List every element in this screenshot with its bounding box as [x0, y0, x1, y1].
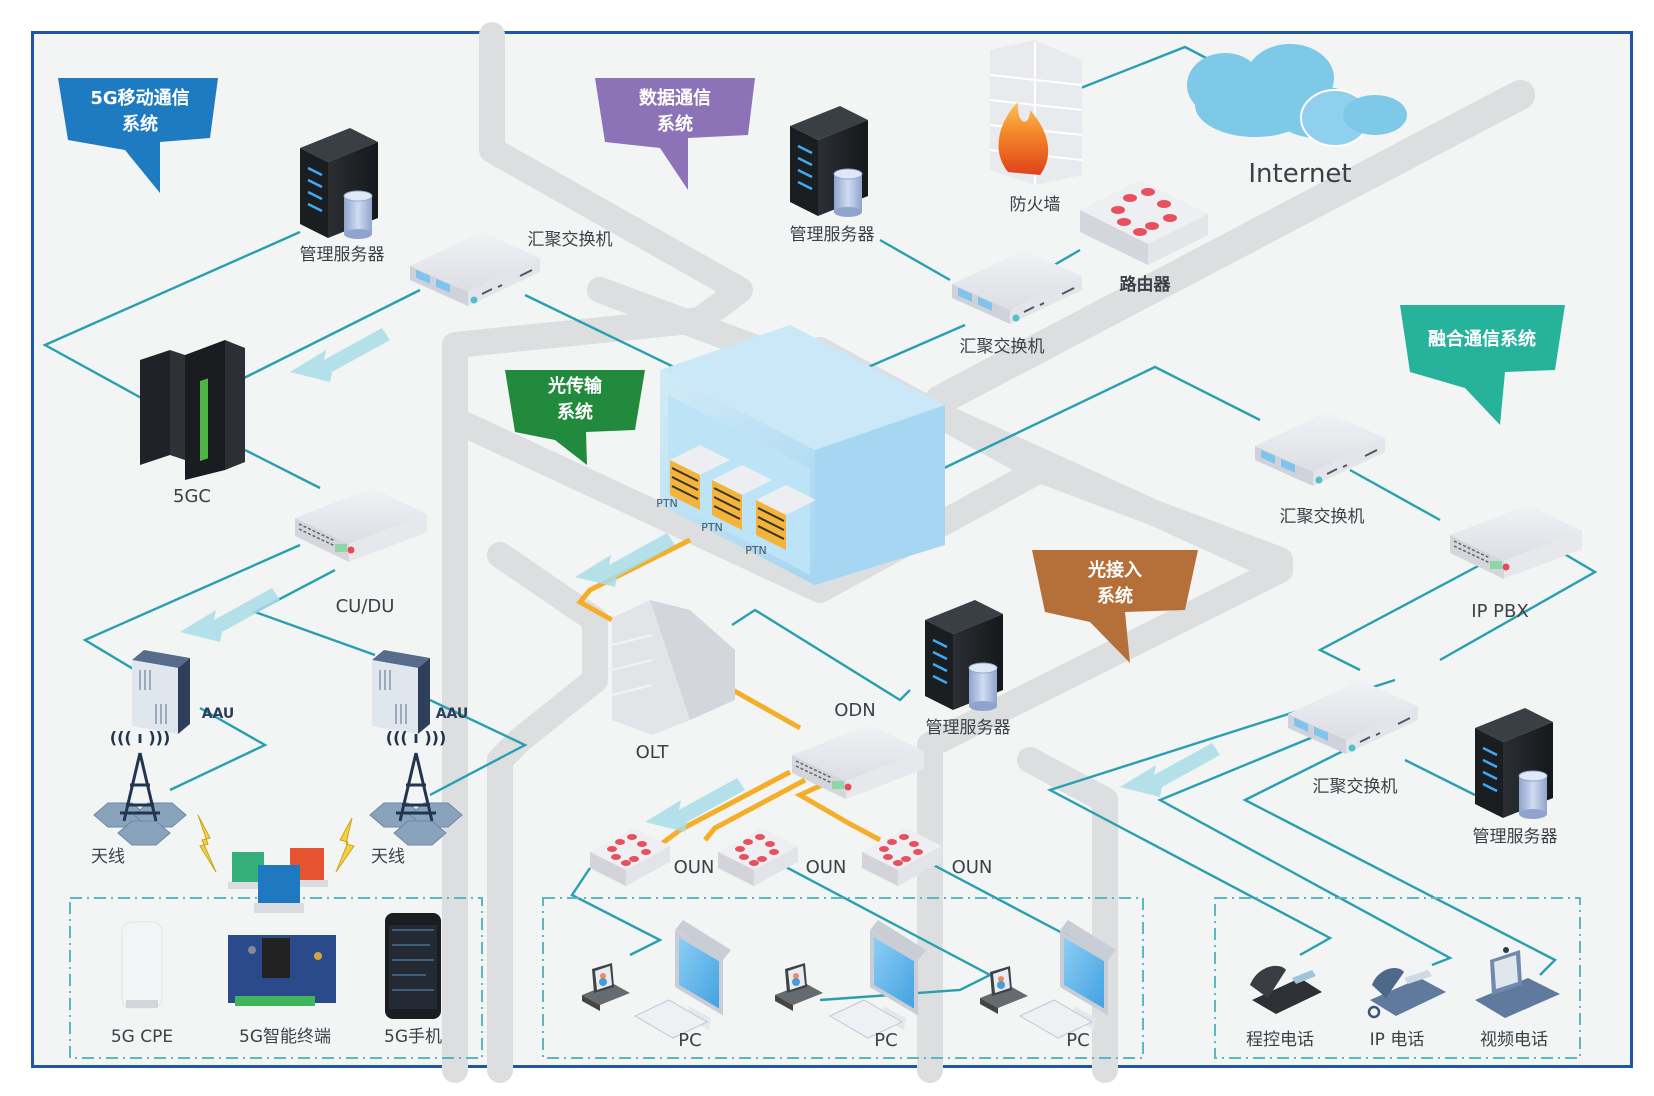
core-network-5gc-icon — [140, 340, 245, 480]
label-5g-phone: 5G手机 — [384, 1027, 442, 1047]
5g-phone-icon — [385, 913, 441, 1019]
svg-text:系统: 系统 — [557, 401, 593, 423]
server-icon — [788, 104, 870, 219]
internet-cloud-icon — [1187, 44, 1407, 147]
oun-icon — [718, 828, 798, 886]
svg-text:融合通信系统: 融合通信系统 — [1428, 328, 1536, 350]
oun-icon — [590, 828, 670, 886]
olt-icon — [611, 600, 735, 735]
label-odn: ODN — [834, 700, 876, 721]
label-mgmt-server-conv: 管理服务器 — [1473, 827, 1558, 847]
label-ip-pbx: IP PBX — [1471, 601, 1528, 622]
banner-5g-mobile: 5G移动通信 系统 — [58, 78, 218, 193]
label-antenna-right: 天线 — [371, 847, 405, 867]
aau-icon — [131, 649, 191, 735]
group-pc-terminals — [542, 897, 1144, 1059]
label-agg-switch-conv: 汇聚交换机 — [1280, 507, 1365, 527]
label-pc-2: PC — [874, 1030, 897, 1051]
label-5gc: 5GC — [173, 486, 211, 507]
label-pstn-phone: 程控电话 — [1246, 1030, 1314, 1050]
svg-text:系统: 系统 — [1097, 585, 1133, 607]
aau-icon — [371, 649, 431, 735]
ip-phone-icon — [1367, 968, 1446, 1019]
label-ip-phone: IP 电话 — [1370, 1030, 1425, 1050]
banner-optical-transport: 光传输 系统 — [505, 370, 645, 465]
svg-text:光接入: 光接入 — [1087, 559, 1142, 581]
group-phone-terminals — [1214, 897, 1581, 1059]
label-ptn-2: PTN — [701, 521, 723, 534]
server-icon — [923, 598, 1005, 713]
road-network — [442, 22, 1535, 1083]
svg-text:系统: 系统 — [122, 113, 158, 135]
label-internet: Internet — [1248, 159, 1351, 189]
label-oun-3: OUN — [952, 857, 993, 878]
pc-icon — [828, 918, 928, 1040]
pc-icon — [633, 918, 733, 1040]
label-mgmt-server-5g: 管理服务器 — [300, 245, 385, 265]
label-video-phone: 视频电话 — [1480, 1030, 1548, 1050]
label-agg-switch-5g: 汇聚交换机 — [528, 230, 613, 250]
label-pc-3: PC — [1066, 1030, 1089, 1051]
label-cu-du: CU/DU — [336, 596, 395, 617]
label-pc-1: PC — [678, 1030, 701, 1051]
firewall-icon — [989, 40, 1083, 185]
label-antenna-left: 天线 — [91, 847, 125, 867]
flow-arrow — [575, 533, 675, 587]
label-agg-switch-conv2: 汇聚交换机 — [1313, 777, 1398, 797]
group-5g-terminals — [69, 897, 483, 1059]
server-icon — [1473, 706, 1555, 821]
svg-text:光传输: 光传输 — [547, 375, 603, 397]
label-ptn-3: PTN — [745, 544, 767, 557]
label-firewall: 防火墙 — [1010, 195, 1061, 215]
router-icon — [1080, 180, 1208, 265]
multi-device-screens-icon — [228, 848, 328, 913]
server-icon — [298, 126, 380, 241]
video-phone-icon — [775, 963, 823, 1011]
label-aau-right: AAU — [436, 706, 469, 722]
banner-optical-access: 光接入 系统 — [1032, 550, 1198, 663]
aggregation-switch-icon — [1254, 411, 1386, 487]
wireless-signal-icon — [197, 814, 355, 873]
ip-pbx-icon — [1449, 504, 1583, 580]
svg-text:系统: 系统 — [657, 113, 693, 135]
label-mgmt-server-data: 管理服务器 — [790, 225, 875, 245]
svg-text:数据通信: 数据通信 — [639, 87, 711, 109]
pstn-phone-icon — [1250, 965, 1322, 1014]
antenna-tower-icon — [92, 726, 188, 847]
video-conference-phone-icon — [1475, 947, 1560, 1018]
aggregation-switch-icon — [409, 231, 541, 307]
label-ptn-1: PTN — [656, 497, 678, 510]
video-phone-icon — [582, 963, 630, 1011]
label-router: 路由器 — [1120, 274, 1172, 295]
label-mgmt-server-access: 管理服务器 — [926, 718, 1011, 738]
svg-text:5G移动通信: 5G移动通信 — [90, 87, 189, 109]
label-agg-switch-data: 汇聚交换机 — [960, 337, 1045, 357]
ptn-equipment-stack — [670, 445, 816, 550]
label-oun-1: OUN — [674, 857, 715, 878]
5g-cpe-icon — [121, 921, 163, 1009]
cu-du-icon — [294, 487, 428, 563]
5g-smart-terminal-board-icon — [228, 935, 336, 1006]
label-olt: OLT — [636, 742, 670, 763]
flow-arrow — [290, 328, 390, 382]
aggregation-switch-icon — [1287, 679, 1419, 755]
label-aau-left: AAU — [202, 706, 235, 722]
label-5g-smart-terminal: 5G智能终端 — [239, 1027, 331, 1047]
label-5g-cpe: 5G CPE — [111, 1027, 173, 1047]
label-oun-2: OUN — [806, 857, 847, 878]
banner-converged-comm: 融合通信系统 — [1400, 305, 1565, 425]
banner-data-comm: 数据通信 系统 — [595, 78, 755, 190]
